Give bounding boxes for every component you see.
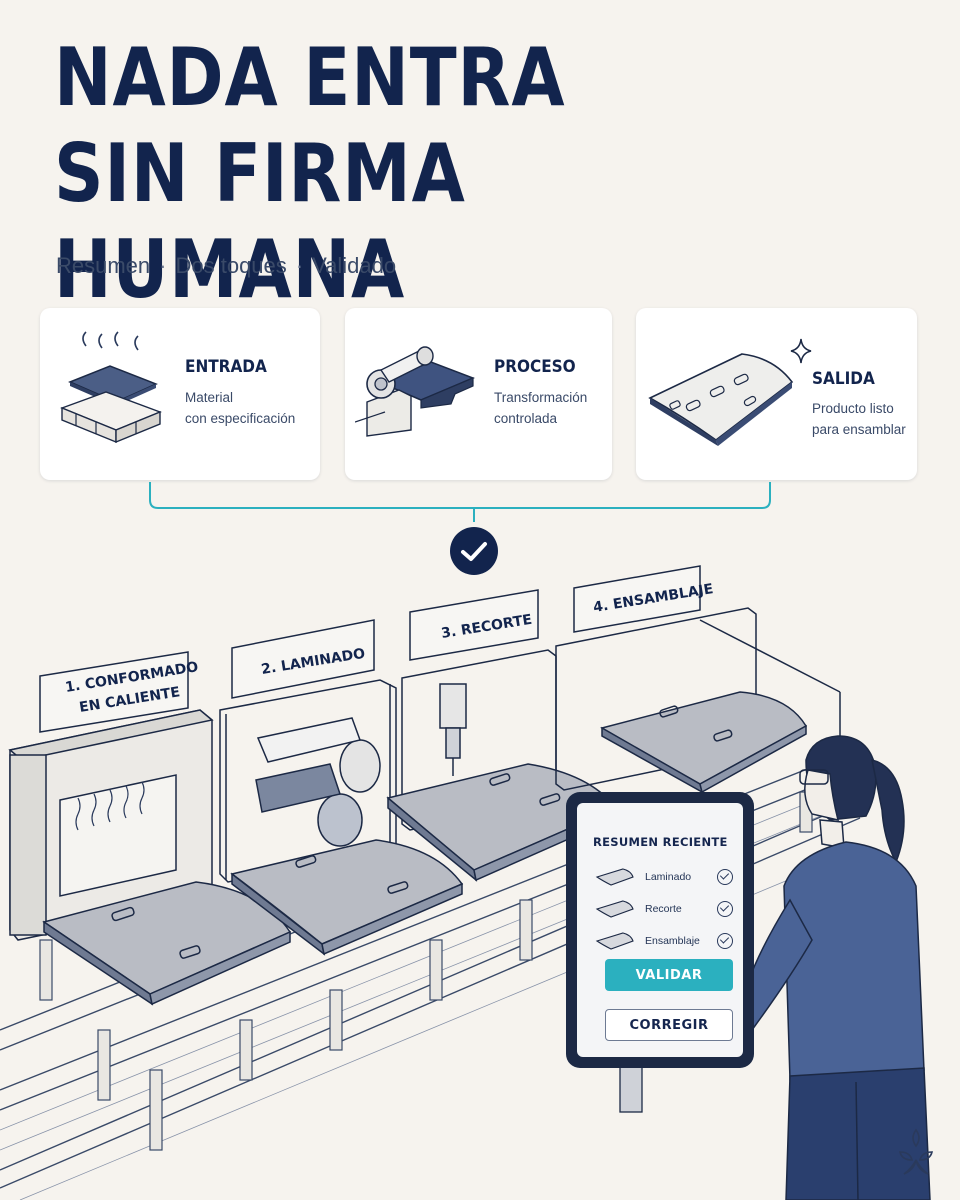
material-stack-icon bbox=[60, 331, 162, 444]
card-description: Transformación controlada bbox=[494, 387, 587, 429]
brand-logo-icon bbox=[898, 1128, 934, 1175]
subtitle-separator: · bbox=[295, 253, 304, 278]
tablet-screen: RESUMEN RECIENTE Laminado Recorte Ensamb… bbox=[577, 803, 743, 1057]
summary-row-label: Ensamblaje bbox=[645, 935, 700, 947]
sparkle-icon bbox=[790, 338, 812, 364]
panel-thumbnail-icon bbox=[595, 900, 634, 918]
card-salida: SALIDA Producto listo para ensamblar bbox=[636, 308, 917, 480]
station-label-1: 1. CONFORMADO EN CALIENTE bbox=[39, 651, 199, 733]
summary-row-recorte: Recorte bbox=[595, 897, 743, 923]
subtitle-item-resumen: Resumen bbox=[56, 253, 151, 278]
finished-panel-icon bbox=[648, 353, 794, 446]
station-label-3: 3. RECORTE bbox=[409, 589, 539, 661]
check-circle-icon bbox=[450, 527, 498, 575]
validation-tablet: RESUMEN RECIENTE Laminado Recorte Ensamb… bbox=[566, 792, 754, 1068]
card-description: Producto listo para ensamblar bbox=[812, 398, 906, 440]
roller-icon bbox=[355, 346, 476, 437]
station-label-2: 2. LAMINADO bbox=[231, 619, 375, 699]
validate-button[interactable]: VALIDAR bbox=[605, 959, 733, 991]
station-2-machine bbox=[219, 679, 397, 883]
card-line: controlada bbox=[494, 411, 558, 426]
check-icon bbox=[717, 933, 733, 949]
validation-connector bbox=[149, 482, 771, 522]
panel-thumbnail-icon bbox=[595, 868, 634, 886]
station-label-4: 4. ENSAMBLAJE bbox=[573, 565, 714, 633]
subtitle: Resumen · Dos toques · Validado bbox=[56, 253, 396, 279]
card-proceso: PROCESO Transformación controlada bbox=[345, 308, 612, 480]
card-description: Material con especificación bbox=[185, 387, 295, 429]
card-entrada: ENTRADA Material con especificación bbox=[40, 308, 320, 480]
tablet-title: RESUMEN RECIENTE bbox=[593, 835, 728, 849]
card-line: Material bbox=[185, 390, 234, 405]
check-icon bbox=[717, 901, 733, 917]
subtitle-item-validado: Validado bbox=[312, 253, 397, 278]
production-line: 1. CONFORMADO EN CALIENTE 2. LAMINADO 3.… bbox=[0, 565, 934, 1200]
card-line: Transformación bbox=[494, 390, 588, 405]
panel-thumbnail-icon bbox=[595, 932, 634, 950]
operator-figure bbox=[701, 735, 931, 1200]
tablet-stand bbox=[619, 1061, 643, 1113]
summary-row-laminado: Laminado bbox=[595, 865, 743, 891]
card-title: ENTRADA bbox=[185, 357, 267, 377]
correct-button[interactable]: CORREGIR bbox=[605, 1009, 733, 1041]
card-title: PROCESO bbox=[494, 357, 576, 377]
summary-row-label: Recorte bbox=[645, 903, 682, 915]
summary-row-label: Laminado bbox=[645, 871, 692, 883]
panel-4 bbox=[600, 691, 808, 794]
summary-row-ensamblaje: Ensamblaje bbox=[595, 929, 743, 955]
check-icon bbox=[717, 869, 733, 885]
title-line-2: SIN FIRMA HUMANA bbox=[54, 127, 466, 316]
title-line-1: NADA ENTRA bbox=[54, 31, 566, 124]
card-line: para ensamblar bbox=[812, 422, 906, 437]
station-1-machine bbox=[8, 709, 214, 941]
card-line: con especificación bbox=[185, 411, 296, 426]
card-line: Producto listo bbox=[812, 401, 894, 416]
panel-2 bbox=[230, 839, 464, 956]
page-title: NADA ENTRA SIN FIRMA HUMANA bbox=[54, 30, 794, 318]
subtitle-separator: · bbox=[159, 253, 167, 278]
card-title: SALIDA bbox=[812, 369, 875, 389]
panel-1 bbox=[42, 881, 292, 1006]
subtitle-item-toques: Dos toques bbox=[175, 253, 287, 278]
